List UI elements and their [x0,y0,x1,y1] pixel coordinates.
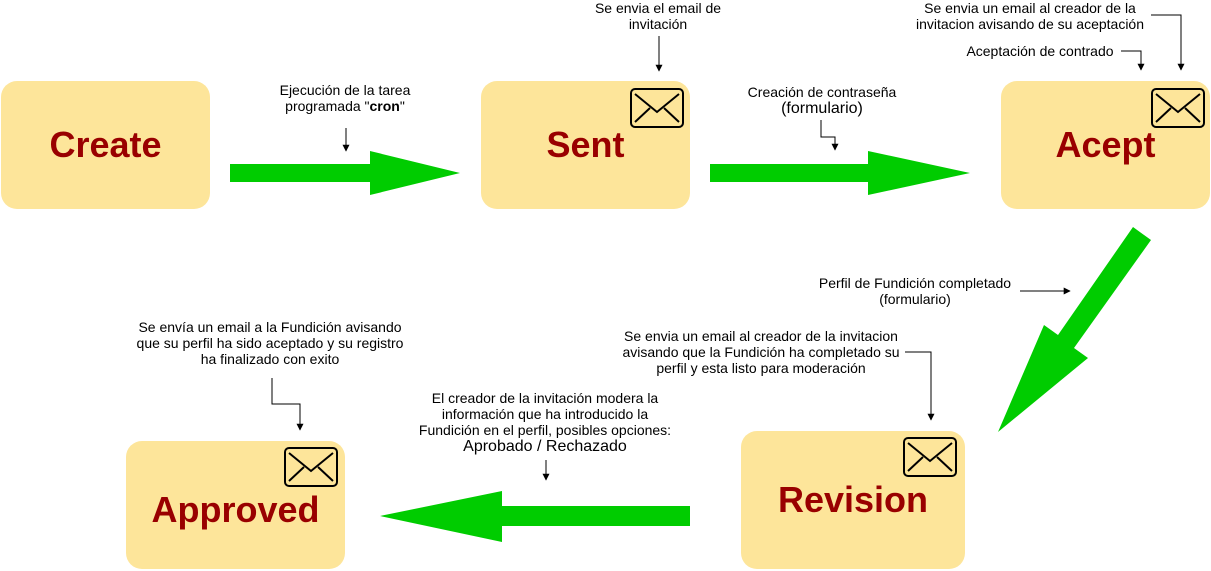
envelope-icon [1151,88,1205,128]
connector-password [820,120,839,151]
envelope-icon [630,88,684,128]
note-text: avisando que la Fundición ha completado … [622,344,900,360]
note-text: (formulario) [781,100,863,117]
state-acept-label: Acept [1055,124,1156,165]
note-text: El creador de la invitación modera la [431,390,659,406]
note-text: programada "cron" [255,98,435,114]
connector-revision-email [905,351,935,421]
note-approved-email: Se envía un email a la Fundición avisand… [120,319,420,367]
envelope-icon [284,447,338,487]
connector-approved-email [271,378,304,431]
state-revision-label: Revision [777,479,929,520]
note-text: Se envía un email a la Fundición avisand… [138,319,402,335]
note-text: ha finalizado con exito [200,351,340,367]
note-revision-email: Se envia un email al creador de la invit… [606,328,916,376]
note-text: programada " [285,98,370,114]
state-approved-label: Approved [151,489,320,530]
state-sent: Sent [481,81,690,209]
connector-contract [1121,50,1145,71]
note-text: Se envia un email al creador de la invit… [624,328,898,344]
note-sent-email: Se envia el email de invitación [578,0,738,32]
note-text: Se envia un email al creador de la [924,0,1136,16]
note-text: " [399,98,405,114]
note-text: que su perfil ha sido aceptado y su regi… [136,335,404,351]
note-text-bold: cron [369,98,400,114]
note-accept-email: Se envia un email al creador de la invit… [905,0,1155,32]
note-text: Creación de contraseña [747,84,897,100]
note-text: Se envia el email de [594,0,722,16]
note-text: invitacion avisando de su aceptación [915,16,1145,32]
note-moderation: El creador de la invitación modera la in… [405,390,685,456]
note-password-form: Creación de contraseña (formulario) [732,84,912,118]
note-cron-task: Ejecución de la tarea programada "cron" [255,82,435,114]
state-sent-label: Sent [546,124,625,165]
note-profile-completed: Perfil de Fundición completado (formular… [805,275,1025,307]
note-text: invitación [628,16,688,32]
note-text: Ejecución de la tarea [279,82,411,98]
flow-arrow-sent-acept [710,151,970,195]
note-contract-accept: Aceptación de contrado [955,43,1125,59]
flow-arrow-create-sent [230,151,460,195]
note-text: (formulario) [879,291,951,307]
note-text: perfil y esta listo para moderación [656,360,866,376]
note-text: Aceptación de contrado [966,43,1114,59]
state-create-label: Create [49,124,162,165]
connector-accept-email [1151,14,1185,71]
state-create: Create [1,81,210,209]
note-text: Perfil de Fundición completado [818,275,1012,291]
note-text: Aprobado / Rechazado [463,438,627,455]
note-text: información que ha introducido la [441,406,649,422]
flow-arrow-revision-approved [380,491,690,542]
note-text: Fundición en el perfil, posibles opcione… [418,422,672,438]
flow-arrow-acept-revision [998,227,1151,432]
envelope-icon [903,437,957,477]
